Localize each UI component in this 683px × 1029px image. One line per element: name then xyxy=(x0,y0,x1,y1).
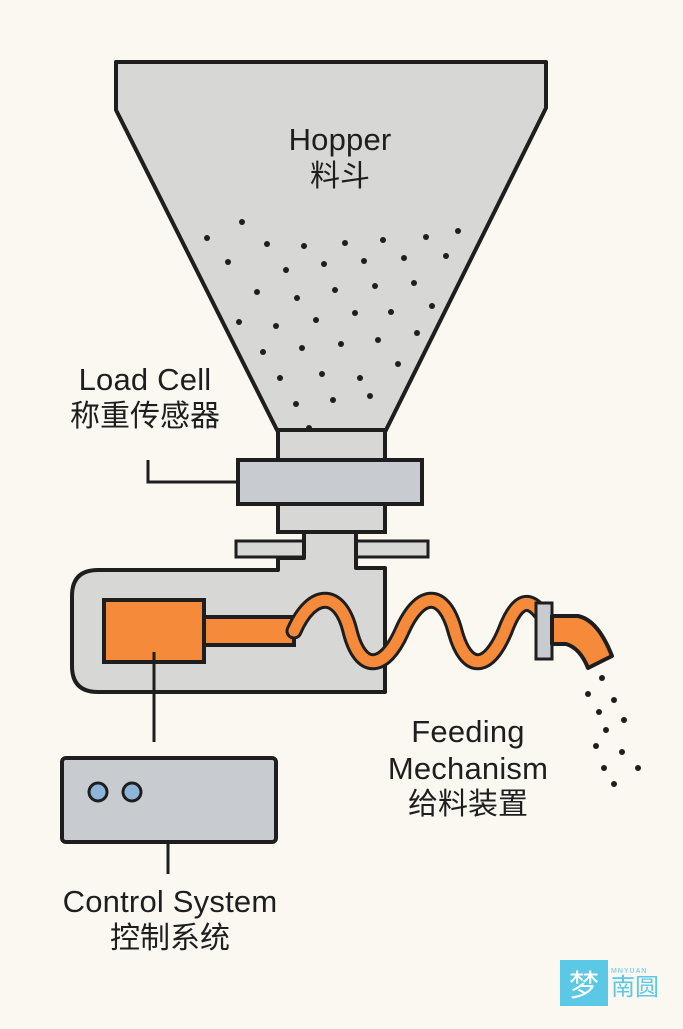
feeding-label-line2: Mechanism xyxy=(387,750,549,786)
hopper-neck xyxy=(276,428,387,462)
material-particle xyxy=(352,310,358,316)
load-cell-label-en: Load Cell xyxy=(78,362,212,397)
drive-shaft xyxy=(202,615,296,647)
hopper-label: Hopper 料斗 xyxy=(240,122,440,194)
feeding-label-zh: 给料装置 xyxy=(408,787,528,823)
material-particle xyxy=(401,255,407,261)
control-system-label-en: Control System xyxy=(62,884,278,919)
material-particle xyxy=(283,267,289,273)
material-particle xyxy=(313,317,319,323)
discharge-spout xyxy=(550,614,614,670)
watermark-logo: 梦 MNYUAN 南圆 xyxy=(560,960,678,1006)
material-particle xyxy=(260,349,266,355)
material-particle xyxy=(443,253,449,259)
screw-auger-fill xyxy=(288,595,546,667)
watermark-name: 南圆 xyxy=(611,972,659,1001)
material-particle xyxy=(330,397,336,403)
material-particle xyxy=(301,243,307,249)
material-particle xyxy=(332,287,338,293)
material-particle xyxy=(236,319,242,325)
material-particle xyxy=(294,295,300,301)
lower-neck xyxy=(276,502,387,534)
discharged-particle xyxy=(585,691,591,697)
material-particle xyxy=(299,345,305,351)
material-particle xyxy=(254,289,260,295)
material-particle xyxy=(388,309,394,315)
indicator-light-2 xyxy=(121,781,143,803)
material-particle xyxy=(375,337,381,343)
material-particle xyxy=(273,323,279,329)
discharged-particle xyxy=(599,675,605,681)
hopper-label-zh: 料斗 xyxy=(310,158,370,194)
control-system-label-zh: 控制系统 xyxy=(110,920,230,956)
feeding-mechanism-label: Feeding Mechanism 给料装置 xyxy=(360,714,576,823)
watermark-badge: 梦 xyxy=(560,960,608,1006)
material-particle xyxy=(338,341,344,347)
discharged-particle xyxy=(593,743,599,749)
control-system-label: Control System 控制系统 xyxy=(30,884,310,956)
discharged-material-particles xyxy=(585,675,641,787)
discharged-particle xyxy=(635,765,641,771)
load-cell-label: Load Cell 称重传感器 xyxy=(40,362,250,434)
material-particle xyxy=(264,241,270,247)
material-particle xyxy=(372,283,378,289)
material-particle xyxy=(277,375,283,381)
material-particle xyxy=(357,375,363,381)
material-particle xyxy=(455,228,461,234)
indicator-light-1 xyxy=(87,781,109,803)
discharged-particle xyxy=(596,709,602,715)
flange-right xyxy=(354,539,430,559)
flange-left xyxy=(234,539,306,559)
material-particle xyxy=(361,258,367,264)
load-cell-leader-line xyxy=(146,460,238,484)
material-particle xyxy=(395,361,401,367)
discharged-particle xyxy=(611,697,617,703)
material-particle xyxy=(319,371,325,377)
material-particle xyxy=(293,401,299,407)
discharged-particle xyxy=(621,717,627,723)
hopper-label-en: Hopper xyxy=(288,122,392,157)
watermark-latin: MNYUAN xyxy=(611,967,648,975)
discharged-particle xyxy=(611,781,617,787)
material-particle xyxy=(423,234,429,240)
discharged-particle xyxy=(619,749,625,755)
auger-end-cap xyxy=(534,601,554,661)
material-particle xyxy=(342,240,348,246)
load-cell-label-zh: 称重传感器 xyxy=(70,398,220,434)
material-particle xyxy=(411,280,417,286)
control-box xyxy=(60,756,278,844)
material-particle xyxy=(239,219,245,225)
discharged-particle xyxy=(601,765,607,771)
material-particle xyxy=(321,261,327,267)
load-cell xyxy=(236,458,424,506)
material-particle xyxy=(414,330,420,336)
discharged-particle xyxy=(603,727,609,733)
material-particle xyxy=(225,259,231,265)
watermark-text: MNYUAN 南圆 xyxy=(611,968,659,999)
material-particle xyxy=(429,303,435,309)
material-particle xyxy=(204,235,210,241)
hopper-material-particles xyxy=(204,219,461,441)
material-particle xyxy=(380,237,386,243)
feeding-label-line1: Feeding xyxy=(411,714,525,749)
material-particle xyxy=(367,393,373,399)
